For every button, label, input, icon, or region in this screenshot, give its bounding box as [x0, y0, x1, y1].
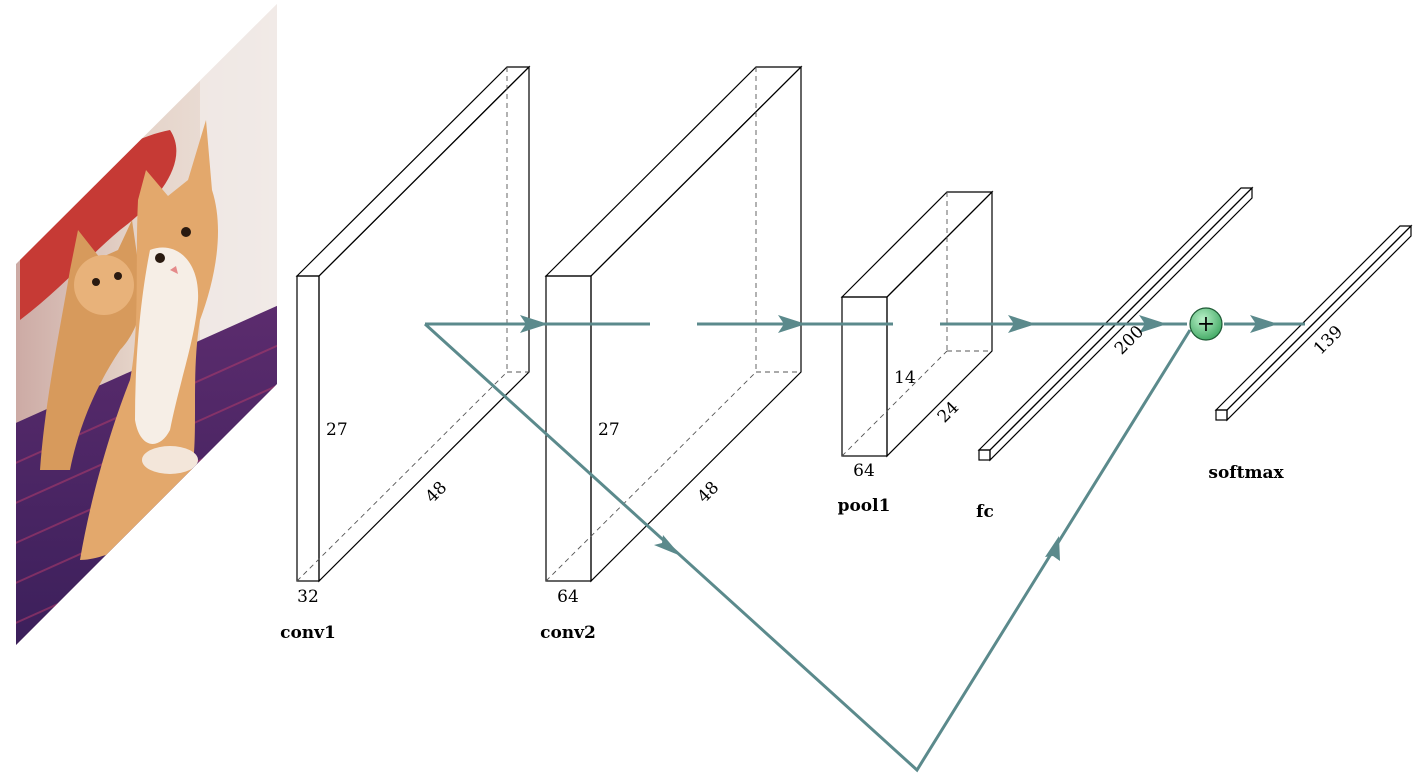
pool1-width-label: 24: [934, 398, 963, 427]
fc-size-label: 200: [1111, 322, 1148, 359]
fc-layer: [977, 186, 1254, 462]
sum-node: +: [1189, 307, 1223, 341]
pool1-name-label: pool1: [838, 496, 891, 516]
data-flow-arrows: [423, 315, 1300, 773]
conv1-height-label: 27: [326, 420, 348, 440]
input-image: [16, 4, 277, 645]
conv2-width-label: 48: [694, 478, 723, 507]
pool1-height-label: 14: [894, 368, 916, 388]
softmax-size-label: 139: [1310, 322, 1347, 359]
conv1-name-label: conv1: [280, 623, 336, 643]
conv2-block: [544, 65, 803, 583]
conv1-depth-label: 32: [297, 587, 319, 607]
pool1-depth-label: 64: [853, 461, 875, 481]
pool1-block: [840, 190, 994, 458]
conv1-block: [295, 65, 531, 583]
conv2-height-label: 27: [598, 420, 620, 440]
softmax-name-label: softmax: [1208, 463, 1284, 483]
conv1-width-label: 48: [422, 478, 451, 507]
conv2-depth-label: 64: [557, 587, 579, 607]
sum-symbol: +: [1197, 312, 1215, 337]
conv2-name-label: conv2: [540, 623, 596, 643]
softmax-layer: [1214, 224, 1413, 422]
fc-name-label: fc: [976, 502, 994, 522]
